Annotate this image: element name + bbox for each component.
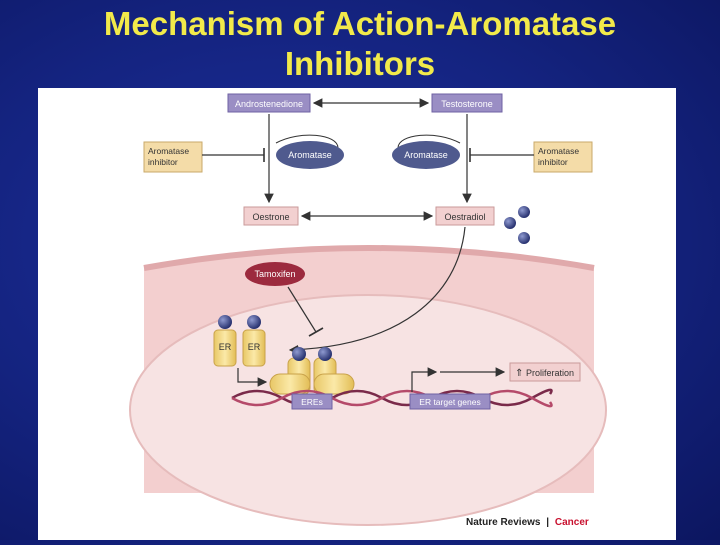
oestradiol-molecule <box>504 217 516 229</box>
er-dimer-ligand-right <box>318 347 332 361</box>
mechanism-figure: Androstenedione Testosterone Aromatase i… <box>38 88 676 540</box>
er-dimer-right-base <box>313 373 355 395</box>
androstenedione-box <box>227 93 311 113</box>
tamoxifen-inhibition-line <box>287 286 317 333</box>
er-right-label: ER <box>248 342 261 352</box>
tamoxifen-shape <box>245 262 305 286</box>
oestradiol-label: Oestradiol <box>444 212 485 222</box>
er-ligand-left <box>218 315 232 329</box>
aromatase-left-curve <box>275 134 339 149</box>
aromatase-right-label: Aromatase <box>404 150 448 160</box>
oestrone-label: Oestrone <box>252 212 289 222</box>
proliferation-box <box>509 362 581 382</box>
credit-separator: | <box>546 517 549 528</box>
oestradiol-molecule <box>518 232 530 244</box>
er-dimer-ligand-left <box>292 347 306 361</box>
aromatase-inhibitor-left-line-1: Aromatase <box>148 146 189 156</box>
eres-label: EREs <box>301 397 323 407</box>
tamoxifen-label: Tamoxifen <box>254 269 295 279</box>
aromatase-left-label: Aromatase <box>288 150 332 160</box>
er-target-genes-box <box>409 393 491 410</box>
aromatase-inhibitor-left-box <box>143 141 203 173</box>
proliferation-up-arrow: ⇑ <box>515 368 523 379</box>
er-target-genes-label: ER target genes <box>419 397 480 407</box>
er-receptor-left <box>213 329 237 367</box>
tamoxifen-inhibition-bar <box>308 327 324 337</box>
aromatase-right-enzyme <box>392 141 460 169</box>
nucleus <box>129 294 607 526</box>
dna-strand-1 <box>231 388 553 407</box>
slide-title-line-1: Mechanism of Action-Aromatase <box>103 5 617 42</box>
mechanism-diagram: Androstenedione Testosterone Aromatase i… <box>129 93 607 528</box>
cell-membrane <box>143 245 595 271</box>
oestrone-box <box>243 206 299 226</box>
aromatase-inhibitor-right-box <box>533 141 593 173</box>
figure-credit: Nature Reviews | Cancer <box>466 517 589 528</box>
androstenedione-label: Androstenedione <box>235 99 303 109</box>
er-ligand-right <box>247 315 261 329</box>
slide-title: Mechanism of Action-Aromatase Inhibitors <box>0 4 720 84</box>
proliferation-label: Proliferation <box>526 368 574 378</box>
aromatase-left-enzyme <box>276 141 344 169</box>
dna-strand-2 <box>231 389 553 408</box>
er-receptor-right <box>242 329 266 367</box>
transcription-start-arrow <box>411 367 438 392</box>
testosterone-label: Testosterone <box>441 99 493 109</box>
credit-journal: Nature Reviews <box>466 517 541 528</box>
oestradiol-molecule <box>518 206 530 218</box>
aromatase-inhibitor-right-line-1: Aromatase <box>538 146 579 156</box>
aromatase-inhibitor-left-line-2: inhibitor <box>148 157 178 167</box>
slide-title-line-2: Inhibitors <box>284 45 436 82</box>
credit-section: Cancer <box>555 517 589 528</box>
oestradiol-entry-arrow <box>288 226 466 355</box>
er-left-label: ER <box>219 342 232 352</box>
oestradiol-box <box>435 206 495 226</box>
receptor-binding-arrow <box>237 368 268 387</box>
eres-box <box>291 393 333 410</box>
aromatase-right-curve <box>397 134 461 149</box>
aromatase-inhibitor-right-line-2: inhibitor <box>538 157 568 167</box>
testosterone-box <box>431 93 503 113</box>
